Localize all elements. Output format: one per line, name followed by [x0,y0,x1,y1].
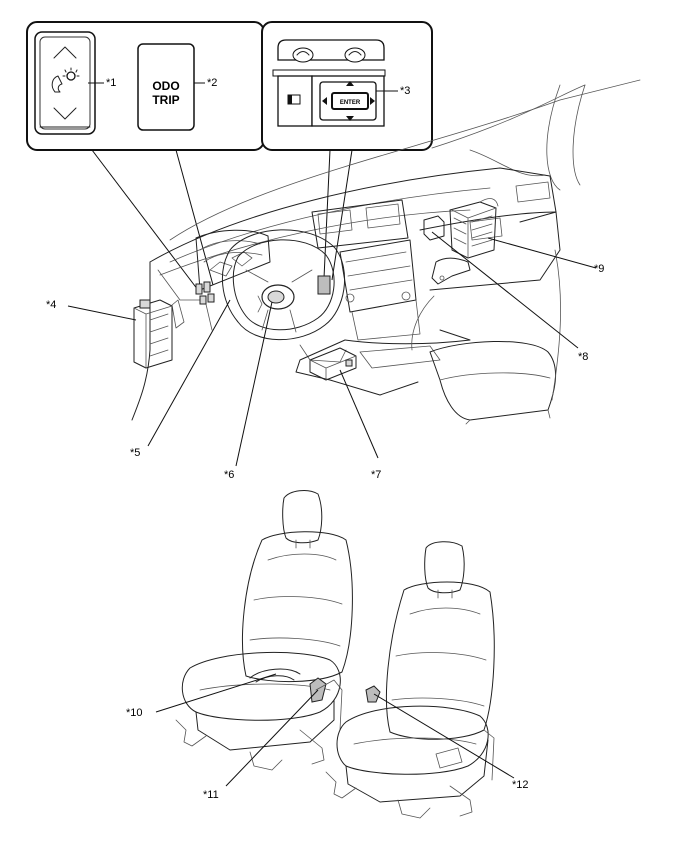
brightness-icon [51,67,80,93]
callout-6: *6 [224,469,234,481]
triangle-up-icon [346,81,354,86]
callout-11: *11 [203,789,219,801]
odo-trip-button: ODO TRIP [137,43,195,131]
callout-8: *8 [578,351,588,363]
ecu-left [133,299,173,369]
callout-4: *4 [46,299,56,311]
callout-5: *5 [130,447,140,459]
triangle-right-icon [370,97,375,105]
inset-leaders [91,149,353,291]
steering-wheel [221,229,347,363]
trip-label: TRIP [152,93,179,107]
callout-10: *10 [126,707,143,719]
junction-block-right [449,198,499,259]
seat-callouts: *10 *11 *12 [126,673,529,801]
dashboard-callouts: *4 *5 *6 *7 *8 *9 [46,231,604,481]
dashboard-illustration [131,79,641,425]
phone-on-icon [296,51,310,56]
chevron-up-icon [53,46,77,59]
callout-7: *7 [371,469,381,481]
callout-2: *2 [207,77,217,89]
front-seat-right [325,541,495,819]
enter-label: ENTER [340,100,361,106]
inset-right: ENTER *3 [261,21,433,151]
display-icon [287,94,301,105]
callout-9: *9 [594,263,604,275]
phone-off-icon [348,51,362,56]
ecu-floor [309,347,357,381]
callout-12: *12 [512,779,529,791]
steering-switch-location [317,275,331,295]
inset-left: *1 ODO TRIP *2 [26,21,265,151]
chevron-down-icon [53,107,77,120]
relay-bracket-right [423,215,471,285]
steering-switch-pad: ENTER [272,39,386,127]
triangle-left-icon [322,97,327,105]
odo-label: ODO [152,79,179,93]
triangle-down-icon [346,116,354,121]
front-seat-left [175,490,353,771]
callout-3: *3 [400,85,410,97]
callout-1: *1 [106,77,116,89]
dimmer-switch [34,31,96,135]
